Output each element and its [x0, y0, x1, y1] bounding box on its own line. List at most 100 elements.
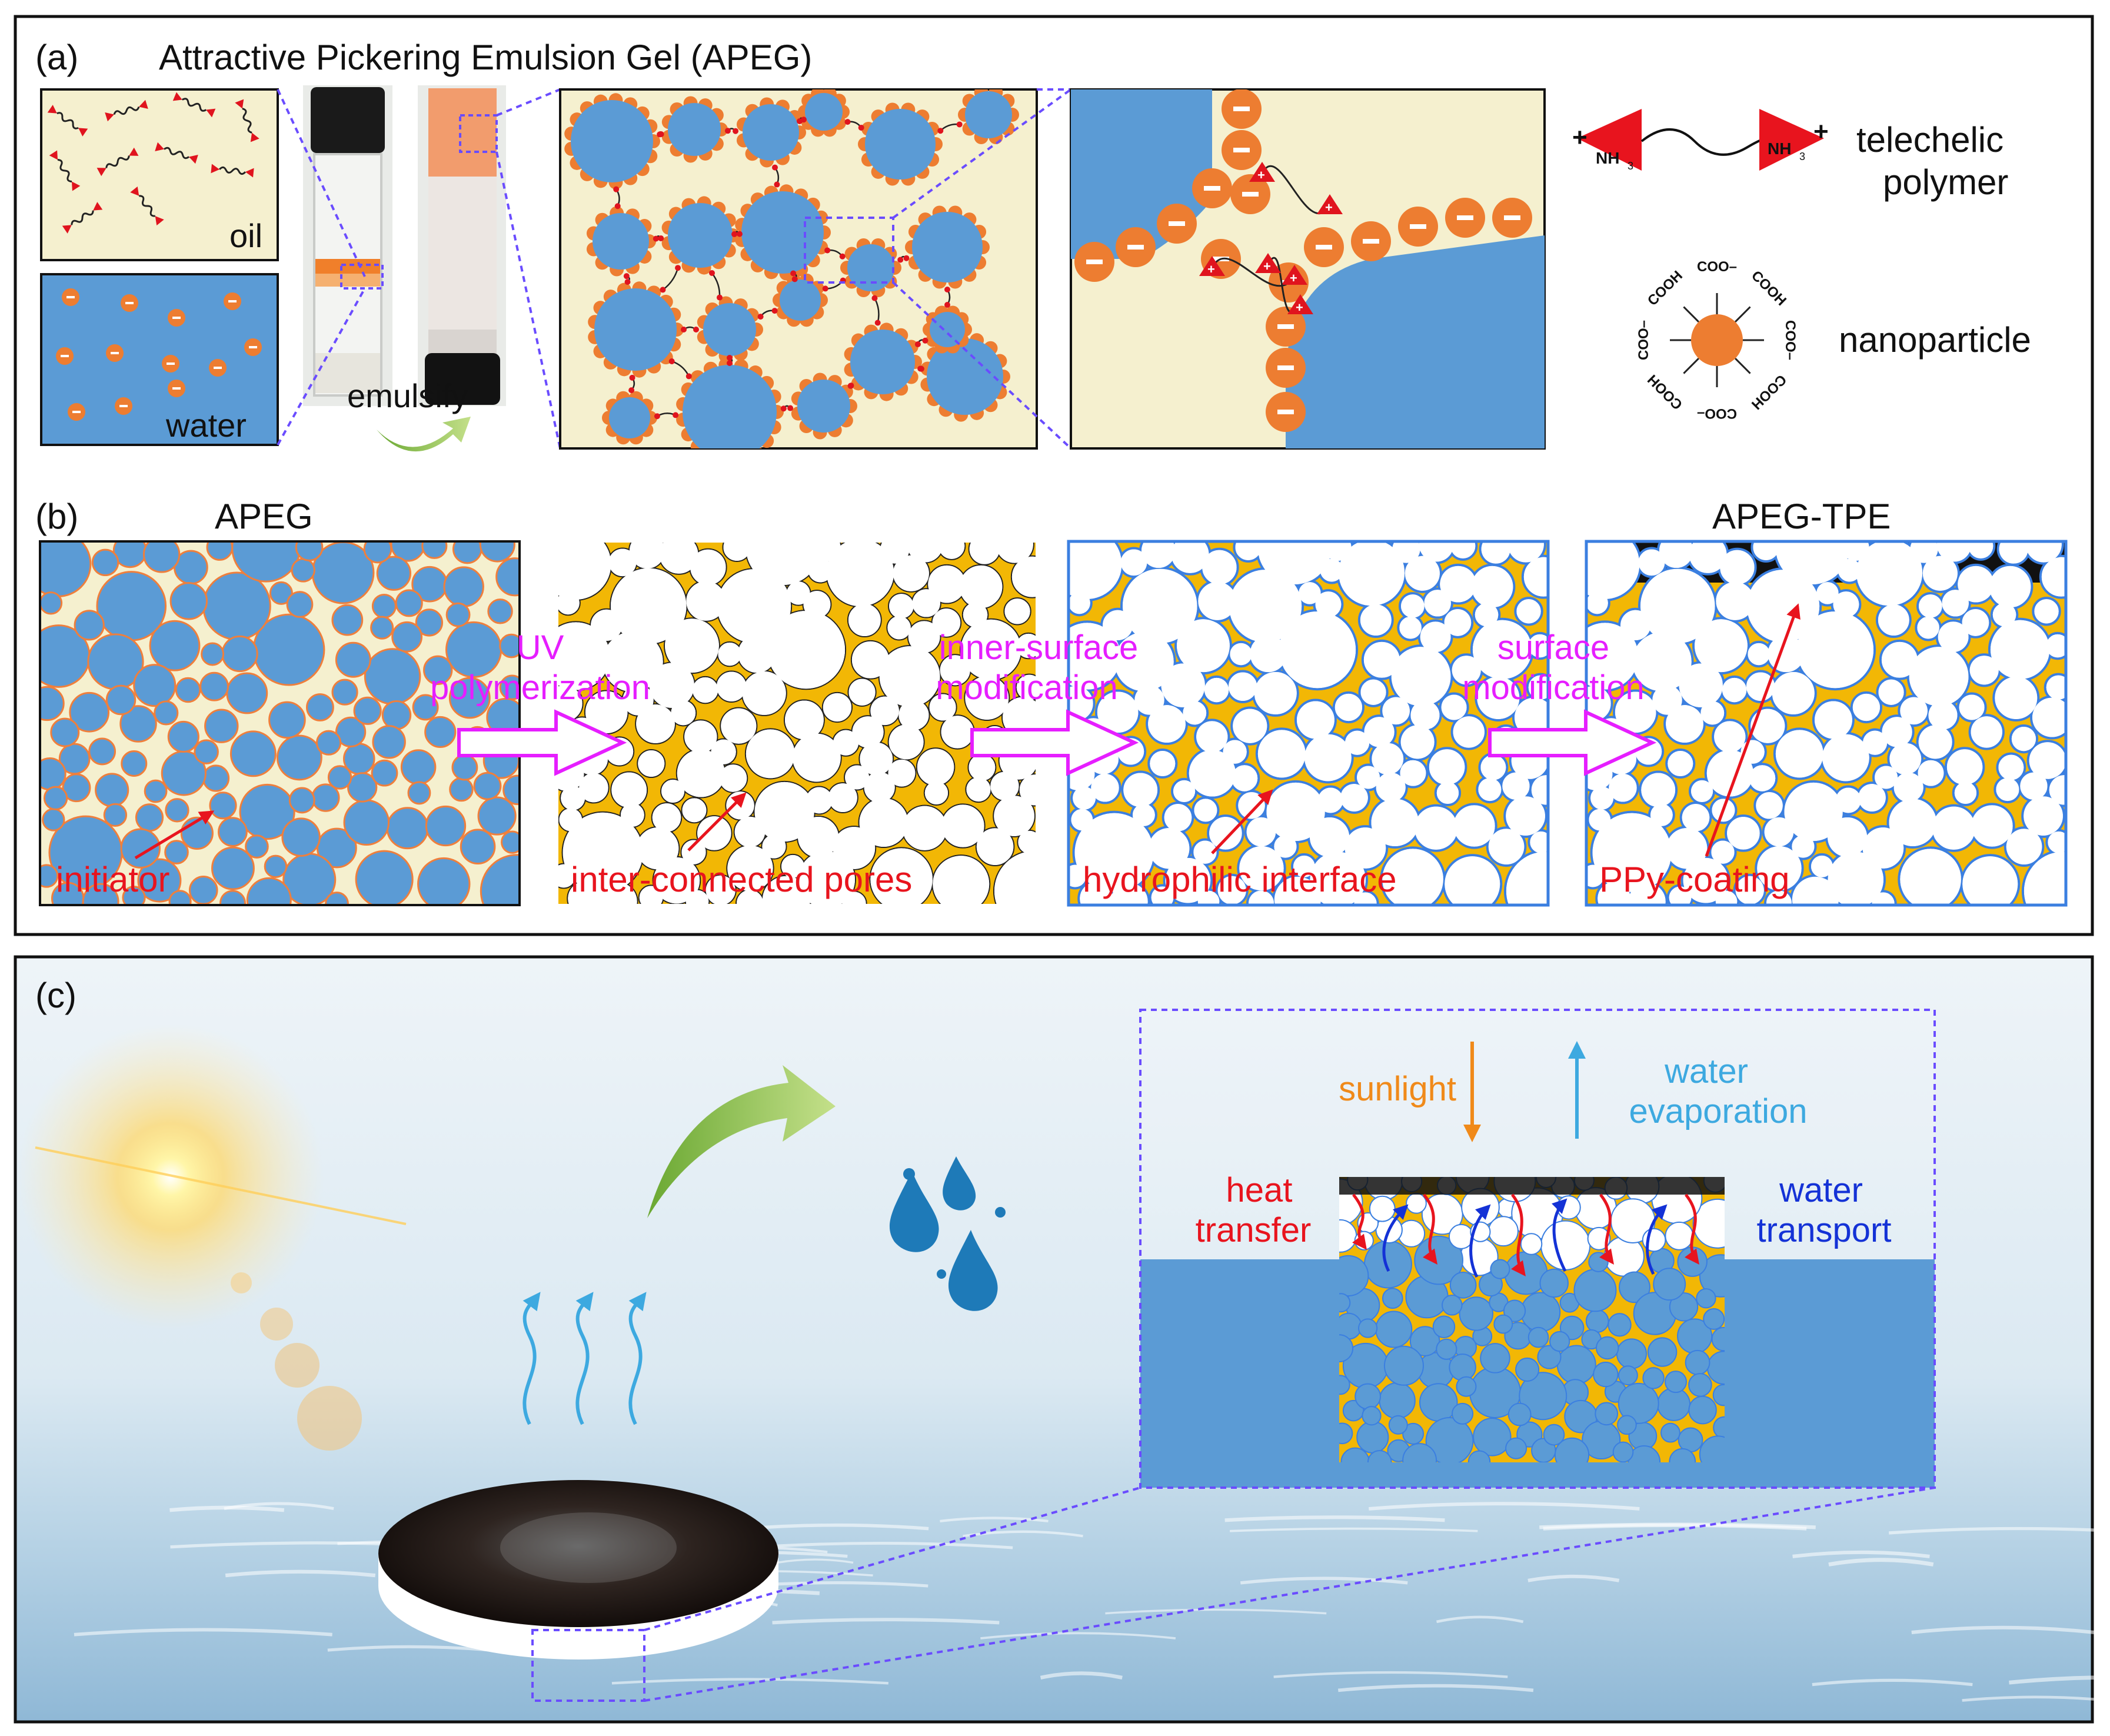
- heat-line2: transfer: [1196, 1211, 1312, 1249]
- telechelic-polymer-icon: [49, 150, 81, 191]
- step1-line2: polymerization: [430, 669, 650, 707]
- telechelic-polymer-icon: [47, 105, 88, 137]
- vial-before: [303, 85, 392, 406]
- b-apeg-box: [39, 540, 521, 906]
- b-apeg-tpe-box: [1585, 540, 2068, 907]
- heat-transfer-arrow: [1685, 1193, 1699, 1265]
- telechelic-polymer-icon: [155, 142, 198, 164]
- svg-text:+: +: [1257, 168, 1265, 182]
- evaporation-line2: evaporation: [1629, 1092, 1807, 1130]
- heat-transfer-arrow: [1511, 1193, 1526, 1277]
- lens-flare: [231, 1272, 362, 1451]
- water-droplet: [668, 203, 733, 268]
- plus-right: +: [1813, 117, 1829, 146]
- polymer-end-icon: [1255, 253, 1281, 273]
- water-box: water: [40, 273, 279, 446]
- b-polymerized-box: [556, 540, 1038, 906]
- plus-left: +: [1572, 123, 1588, 152]
- step1-line1: UV: [517, 628, 564, 667]
- zoom-line-detail-b: [892, 281, 1072, 450]
- svg-text:+: +: [1296, 300, 1303, 315]
- legend-polymer-line2: polymer: [1883, 162, 2008, 202]
- legend-telechelic-polymer: NH 3 NH 3 + + telechelic polymer: [1572, 109, 2008, 202]
- telechelic-polymer-icon: [105, 99, 148, 122]
- polymer-end-icon: [1199, 256, 1225, 276]
- water-droplet: [571, 100, 653, 182]
- step3-line2: modification: [1462, 669, 1644, 707]
- polymer-end-icon: [1249, 162, 1275, 182]
- sun-flare: [35, 1146, 407, 1225]
- water-droplets: [889, 1156, 1006, 1311]
- water-transport-arrow: [1469, 1204, 1491, 1278]
- step2-line2: modification: [936, 669, 1117, 707]
- svg-text:COO–: COO–: [1636, 320, 1652, 360]
- ann-ppy: PPy-coating: [1599, 860, 1790, 899]
- water-nanoparticles: [56, 288, 262, 421]
- step-arrow-1: [457, 709, 627, 776]
- oil-label: oil: [229, 217, 262, 254]
- step2-line1: inner-surface: [939, 628, 1138, 667]
- svg-text:COO–: COO–: [1697, 405, 1737, 421]
- oil-polymers: [47, 92, 259, 234]
- water-label: water: [165, 407, 247, 444]
- water-droplet: [850, 330, 915, 394]
- step-arrow-3: [1488, 709, 1657, 776]
- ann-initiator: initiator: [56, 860, 169, 899]
- water-droplet: [965, 91, 1012, 138]
- evaporation-inset: [1139, 1009, 1936, 1489]
- ann-interface: hydrophilic interface: [1083, 860, 1397, 899]
- evaporation-line1: water: [1664, 1052, 1748, 1090]
- panel-c: (c): [14, 955, 2110, 1724]
- water-droplet: [780, 280, 821, 321]
- steam-arrows: [522, 1292, 647, 1425]
- legend-polymer-line1: telechelic: [1856, 120, 2003, 159]
- water-droplet: [865, 109, 936, 179]
- water-droplet: [609, 397, 650, 438]
- water-transport-arrow: [1646, 1204, 1668, 1275]
- step3-line1: surface: [1497, 628, 1609, 667]
- water-droplet: [797, 380, 850, 433]
- panel-a-label: (a): [35, 38, 78, 77]
- transport-line1: water: [1779, 1171, 1863, 1209]
- water-droplet: [927, 338, 1003, 415]
- svg-text:COO–: COO–: [1782, 320, 1798, 360]
- interface-detail: ++++++: [1070, 88, 1546, 450]
- water-droplet: [594, 288, 677, 371]
- nh3-right: NH: [1768, 139, 1791, 158]
- evaporator-disk: [378, 1480, 778, 1702]
- svg-text:+: +: [1263, 259, 1271, 274]
- b-inner-modified-box: [1067, 540, 1550, 907]
- water-droplet: [743, 104, 799, 161]
- nanoparticle-icon: [1691, 314, 1743, 366]
- polymer-end-icon: [1317, 194, 1343, 214]
- zoom-line-inset-a: [644, 1486, 1141, 1631]
- emulsify-label: emulsify: [347, 377, 468, 414]
- zoom-line-oil: [277, 89, 366, 277]
- telechelic-polymer-icon: [235, 99, 259, 142]
- nh3-right-sub: 3: [1799, 151, 1805, 162]
- svg-text:+: +: [1207, 262, 1215, 277]
- zoom-line-detail-a: [892, 88, 1072, 219]
- panel-b-label: (b): [35, 497, 78, 536]
- water-droplet: [703, 303, 756, 356]
- telechelic-polymer-icon: [96, 147, 139, 177]
- panel-c-label: (c): [35, 976, 76, 1015]
- zoom-line-water: [277, 288, 366, 445]
- oil-box: oil: [40, 88, 279, 261]
- nh3-left-sub: 3: [1628, 160, 1633, 172]
- water-transport-arrow: [1552, 1198, 1567, 1272]
- svg-text:+: +: [1325, 200, 1333, 215]
- water-droplet: [847, 244, 894, 291]
- sunlight-label: sunlight: [1339, 1070, 1456, 1108]
- telechelic-polymer-icon: [130, 186, 164, 226]
- water-droplet: [741, 191, 824, 274]
- water-droplet: [805, 93, 843, 131]
- step-arrow-2: [970, 709, 1139, 776]
- panel-b-title-right: APEG-TPE: [1712, 497, 1891, 536]
- heat-line1: heat: [1226, 1171, 1293, 1209]
- heat-transfer-arrow: [1352, 1193, 1367, 1251]
- emulsify-arrow: [377, 417, 471, 452]
- ann-interface-arrow: [1211, 789, 1273, 854]
- svg-text:COO–: COO–: [1697, 259, 1737, 275]
